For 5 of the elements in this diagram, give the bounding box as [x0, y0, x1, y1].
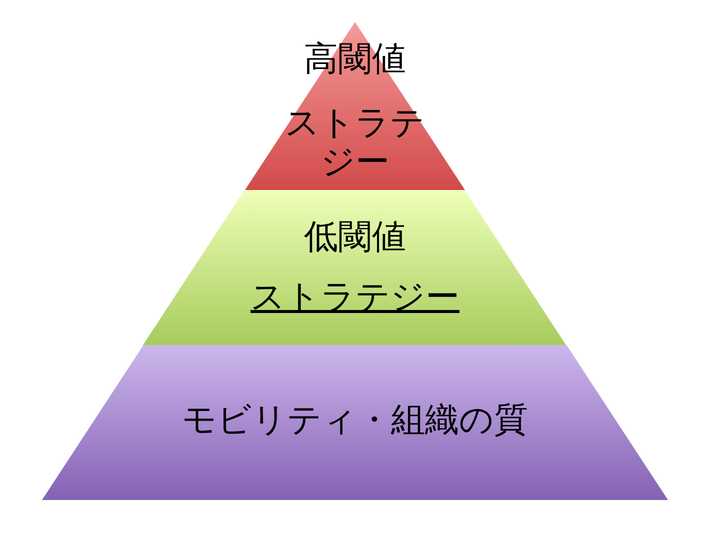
tier-label: ストラテジー — [284, 104, 425, 182]
tier-label: ストラテジー — [250, 278, 460, 318]
tier-heading: 低閾値 — [304, 218, 406, 258]
tier-label: モビリティ・組織の質 — [182, 401, 528, 440]
tier-heading: 高閾値 — [304, 40, 406, 80]
